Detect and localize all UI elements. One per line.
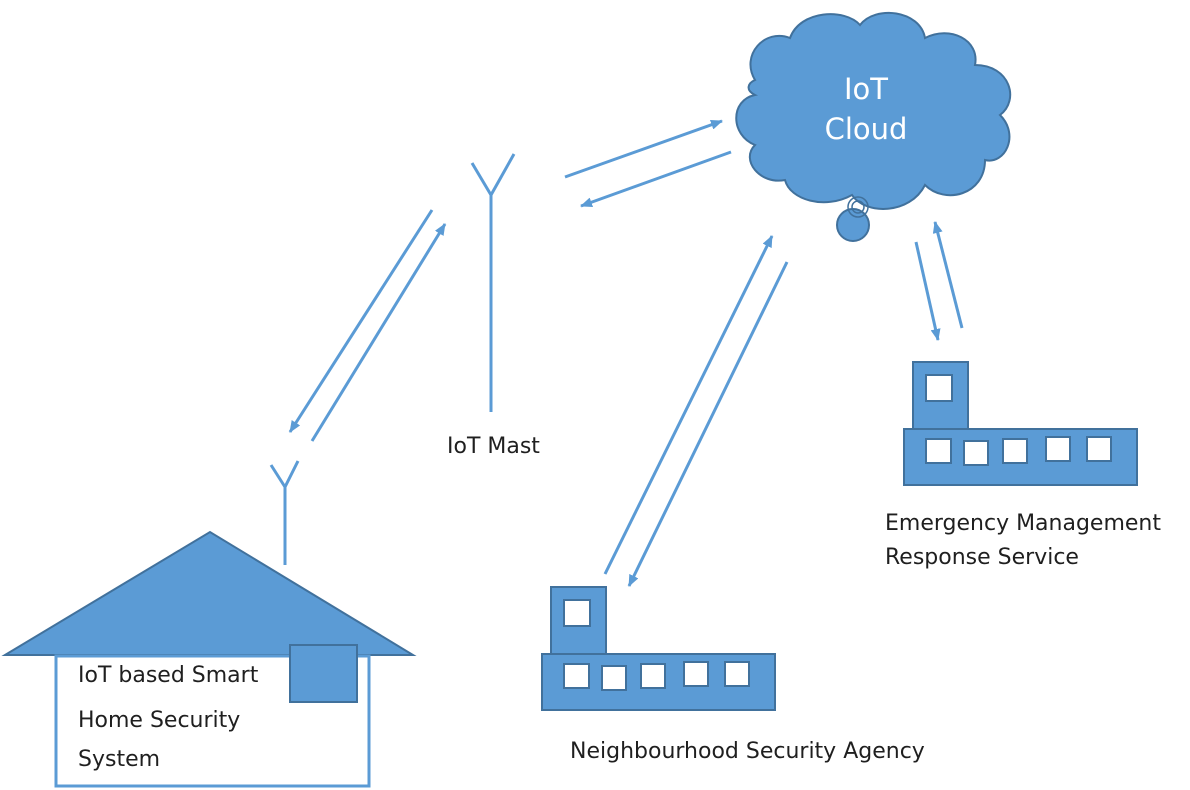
home-label-line-3: System xyxy=(78,747,161,772)
emergency-label-line-1: Emergency Management xyxy=(885,511,1161,536)
emergency-label-line-2: Response Service xyxy=(885,545,1079,570)
iot-cloud-icon xyxy=(735,11,1012,242)
house-antenna-icon xyxy=(269,460,300,565)
cloud-title-line-2: Cloud xyxy=(824,112,908,146)
arrow-mast-to-cloud xyxy=(564,119,723,179)
emergency-building-icon xyxy=(903,361,1138,486)
arrow-emergency-to-cloud xyxy=(932,221,964,329)
mast-label: IoT Mast xyxy=(447,434,540,459)
neighbourhood-label: Neighbourhood Security Agency xyxy=(570,739,925,764)
iot-mast-antenna-icon xyxy=(470,153,516,412)
arrow-cloud-to-emergency xyxy=(914,241,941,341)
neighbourhood-building-icon xyxy=(541,586,776,711)
arrow-cloud-to-neighbourhood xyxy=(627,261,789,587)
home-label-line-1: IoT based Smart xyxy=(78,663,259,688)
house-icon xyxy=(1,530,417,788)
arrow-house-to-mast xyxy=(310,223,447,442)
cloud-title-line-1: IoT xyxy=(843,72,888,106)
arrow-mast-to-house xyxy=(288,209,434,433)
arrow-cloud-to-mast xyxy=(580,150,732,208)
arrow-neighbourhood-to-cloud xyxy=(603,235,774,575)
home-label-line-2: Home Security xyxy=(78,708,241,733)
